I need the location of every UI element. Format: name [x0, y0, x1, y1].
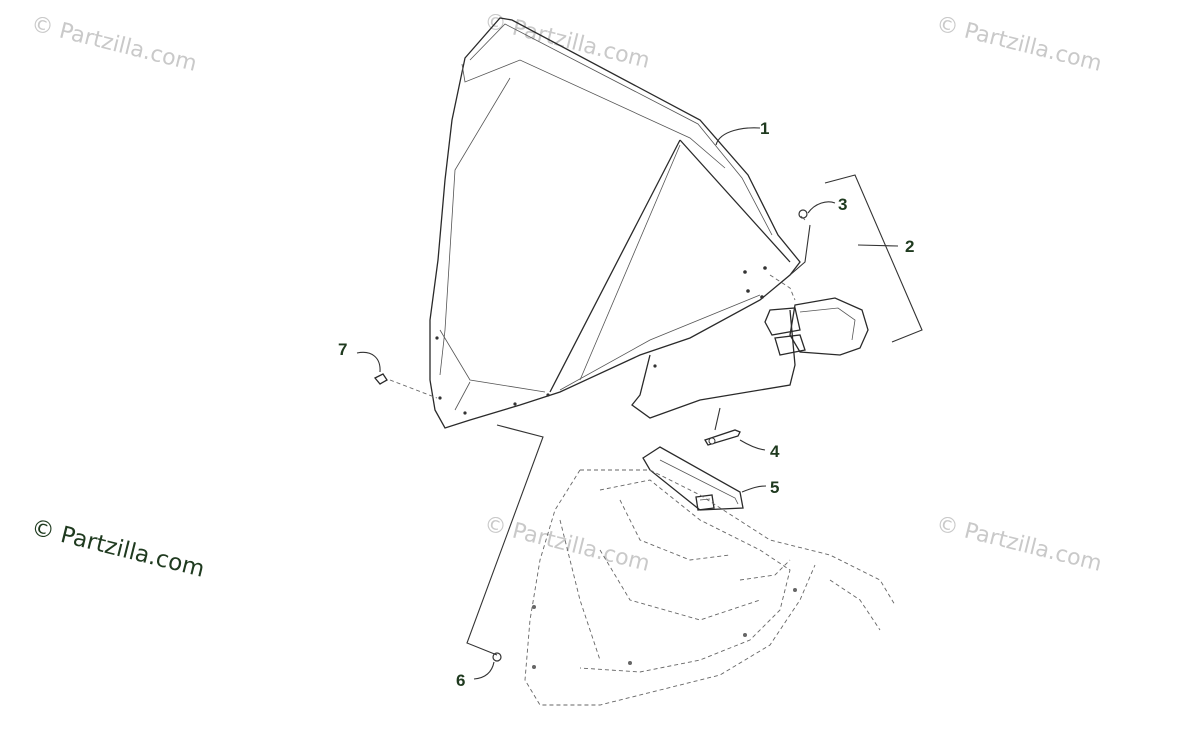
screw-part-3 [798, 209, 808, 221]
mirror-assembly-part [764, 274, 869, 356]
pin-part-4 [704, 429, 741, 446]
callout-4: 4 [770, 442, 780, 461]
nut-part-6 [492, 652, 502, 662]
leader-line-mirror [789, 224, 811, 276]
windshield-part [429, 17, 801, 429]
callout-3: 3 [838, 195, 847, 214]
watermark-top-right: © Partzilla.com [934, 12, 1105, 77]
leader-line-2 [857, 244, 899, 247]
leader-line-1 [715, 127, 761, 146]
callout-7: 7 [338, 340, 347, 359]
callout-6: 6 [456, 671, 465, 690]
bracket-line-6-7 [466, 424, 544, 656]
leader-line-6 [473, 661, 495, 680]
watermark-bottom-right: © Partzilla.com [934, 512, 1105, 577]
leader-line-5 [741, 485, 767, 493]
leader-line-pin [714, 407, 721, 431]
lower-hood-part [524, 469, 896, 706]
callout-5: 5 [770, 478, 779, 497]
leader-line-7 [356, 351, 381, 373]
bolt-part-7 [373, 373, 438, 399]
watermark-bottom-center: © Partzilla.com [482, 512, 653, 577]
callout-1: 1 [760, 119, 769, 138]
bracket-line-2 [824, 174, 923, 343]
partzilla-copyright: © Partzilla.com [29, 515, 208, 583]
callout-2: 2 [905, 237, 914, 256]
watermark-top-left: © Partzilla.com [29, 12, 200, 77]
leader-line-4 [739, 439, 766, 451]
leader-line-3 [807, 201, 836, 214]
module-part-5 [642, 446, 744, 511]
watermark-top-center: © Partzilla.com [482, 9, 653, 74]
